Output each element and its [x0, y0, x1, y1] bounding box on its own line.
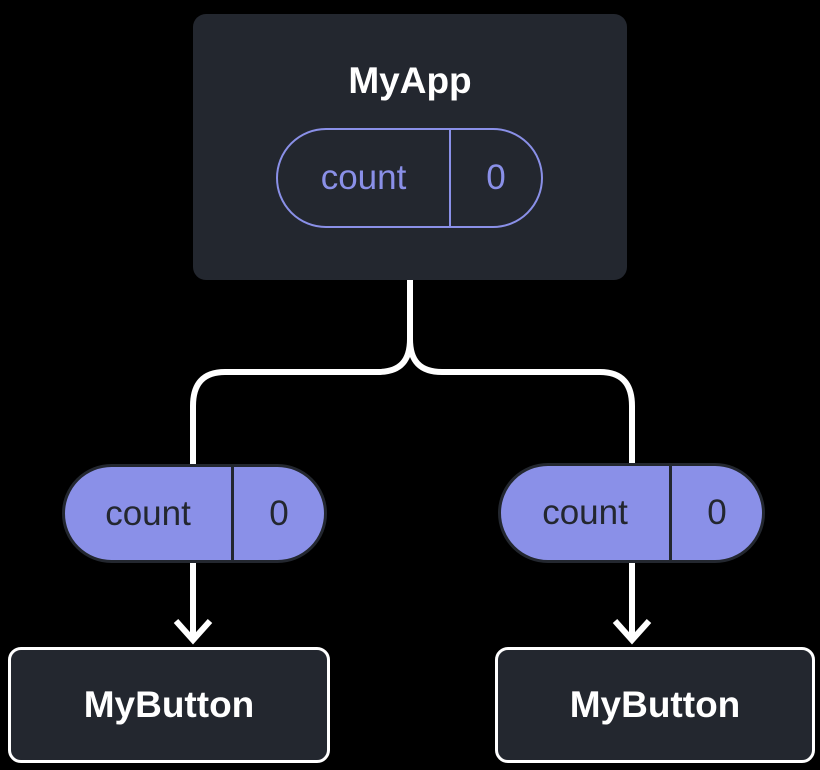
state-pill-myapp: count 0	[276, 128, 543, 228]
state-pill-label: count	[278, 130, 451, 226]
branch-line-right	[407, 278, 635, 639]
branch-line-left	[190, 278, 413, 639]
prop-pill-label: count	[65, 467, 234, 560]
arrow-down-icon	[612, 618, 652, 645]
mybutton-title: MyButton	[569, 684, 741, 725]
prop-pill-label: count	[501, 466, 672, 560]
state-pill-value: 0	[486, 158, 506, 197]
mybutton-title: MyButton	[83, 684, 255, 725]
myapp-title: MyApp	[348, 60, 472, 101]
prop-pill-left: count 0	[62, 464, 327, 563]
mybutton-node-right: MyButton	[495, 647, 815, 763]
prop-pill-right: count 0	[498, 463, 765, 563]
prop-pill-value: 0	[269, 493, 289, 533]
myapp-node: MyApp count 0	[193, 14, 627, 280]
prop-pill-value: 0	[707, 493, 727, 532]
arrow-down-icon	[173, 618, 213, 645]
mybutton-node-left: MyButton	[8, 647, 330, 763]
